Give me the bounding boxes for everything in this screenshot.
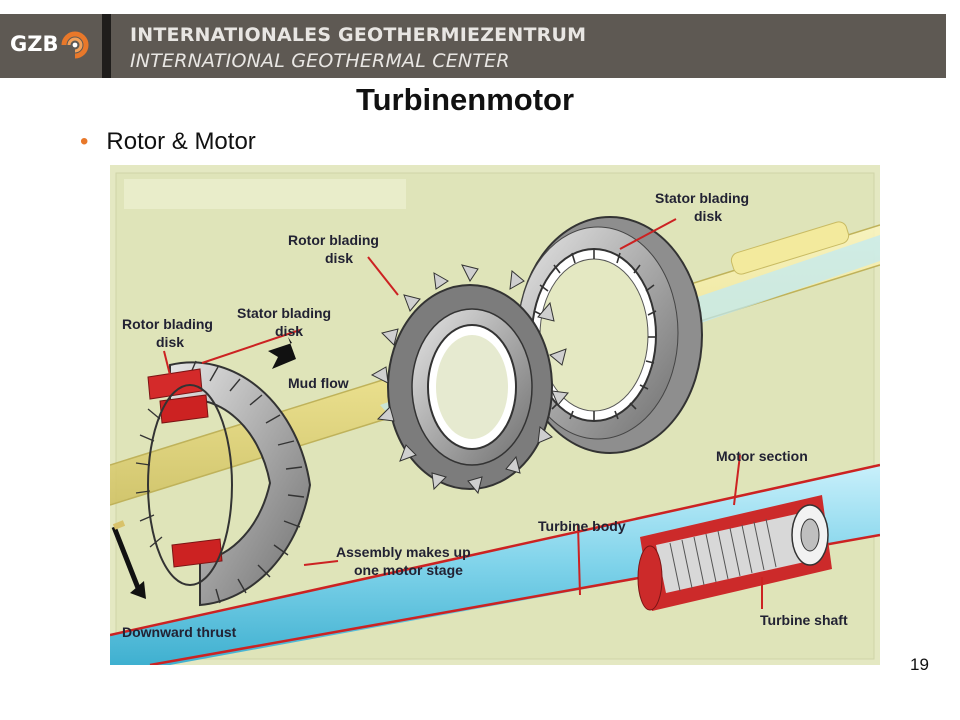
bullet-text: Rotor & Motor: [106, 128, 256, 155]
slide-title: Turbinenmotor: [355, 82, 575, 117]
bullet-marker: •: [80, 128, 89, 155]
logo-text: GZB: [10, 32, 59, 56]
label-downward-thrust: Downward thrust: [122, 624, 237, 640]
institute-name-german: INTERNATIONALES GEOTHERMIEZENTRUM: [130, 24, 587, 46]
turbine-motor-diagram: Stator blading disk Rotor blading disk S…: [110, 165, 880, 665]
stator-blading-highlight: [159, 394, 209, 424]
label-assembly-line2: one motor stage: [354, 562, 463, 578]
label-turbine-body: Turbine body: [538, 518, 626, 534]
page-number: 19: [910, 655, 929, 674]
bullet-item: • Rotor & Motor: [80, 128, 256, 156]
mud-flow-arrow: [268, 337, 296, 369]
label-stator-top-line1: Stator blading: [655, 190, 749, 206]
label-motor-section: Motor section: [716, 448, 808, 464]
label-leader-lines: [163, 218, 763, 609]
label-stator-left-line2: disk: [275, 323, 303, 339]
diagram-label-plate: [124, 179, 406, 209]
motor-section-cutaway: [637, 495, 832, 611]
label-assembly-line1: Assembly makes up: [336, 544, 471, 560]
rotor-disk-middle: [370, 264, 569, 495]
label-stator-left-line1: Stator blading: [237, 305, 331, 321]
rotor-blading-highlight: [147, 368, 203, 400]
label-turbine-shaft: Turbine shaft: [760, 612, 848, 628]
label-mud-flow: Mud flow: [288, 375, 349, 391]
label-stator-top-line2: disk: [694, 208, 722, 224]
downward-thrust-arrow: [111, 520, 146, 599]
header-bar: GZB INTERNATIONALES GEOTHERMIEZENTRUM IN…: [0, 14, 946, 78]
gzb-logo: GZB: [0, 14, 100, 78]
logo-swirl-icon: [61, 31, 89, 59]
label-rotor-mid-line2: disk: [325, 250, 353, 266]
assembly-cutaway: [135, 360, 312, 607]
label-rotor-mid-line1: Rotor blading: [288, 232, 379, 248]
header-separator: [102, 14, 111, 78]
label-rotor-left-line2: disk: [156, 334, 184, 350]
institute-name-english: INTERNATIONAL GEOTHERMAL CENTER: [130, 50, 510, 72]
label-rotor-left-line1: Rotor blading: [122, 316, 213, 332]
